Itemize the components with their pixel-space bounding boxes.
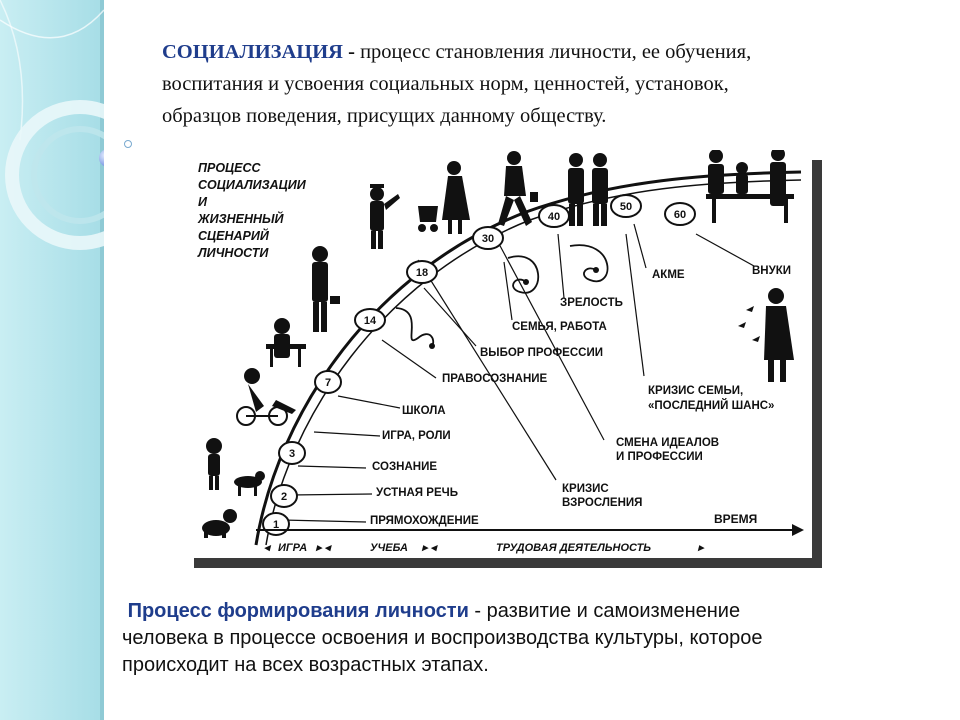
process-line-2: человека в процессе освоения и воспроизв… [122,627,763,649]
process-dash: - [468,600,487,622]
stage-label: ИГРА, РОЛИ [382,430,451,442]
stage-label: ПРЯМОХОЖДЕНИЕ [370,515,479,527]
diagram-heading-line: ЖИЗНЕННЫЙ [197,210,285,226]
age-label: 3 [289,448,295,460]
age-circle: 30 [472,226,504,250]
small-ring-icon [124,140,132,148]
couple-icon [568,153,608,226]
decorative-side-stripe [0,0,104,720]
stage-label: ШКОЛА [402,405,446,417]
student-at-desk-icon [266,318,306,367]
definition-line-3: образцов поведения, присущих данному общ… [162,105,607,127]
age-label: 50 [620,201,632,213]
stage-label: СОЗНАНИЕ [372,461,437,473]
diagram-heading-line: СЦЕНАРИЙ [198,227,270,243]
stage-label: УСТНАЯ РЕЧЬ [376,487,458,499]
spiral-loop [395,307,435,347]
time-axis-arrow-icon [792,524,804,536]
definition-line-1-rest: процесс становления личности, ее обучени… [360,41,752,63]
definition-line-2: воспитания и усвоения социальных норм, ц… [162,73,729,95]
process-term: Процесс формирования личности [127,600,469,622]
age-label: 30 [482,233,494,245]
age-label: 18 [416,267,428,279]
age-label: 14 [364,315,377,327]
process-text: Процесс формирования личности - развитие… [122,598,912,679]
socialization-diagram: ПРОЦЕСС СОЦИАЛИЗАЦИИ И ЖИЗНЕННЫЙ СЦЕНАРИ… [186,150,822,568]
spiral-dot-icon [593,267,599,273]
process-line-1-rest: развитие и самоизменение [486,600,741,622]
definition-term: СОЦИАЛИЗАЦИЯ [162,41,343,63]
spiral-dot-icon [429,343,435,349]
crisis-label: И ПРОФЕССИИ [616,451,703,463]
age-circle: 7 [314,370,342,394]
silhouette-figures [202,150,794,538]
stage-label: СЕМЬЯ, РАБОТА [512,321,607,333]
period-arrow-icon: ▸ [697,542,705,554]
age-label: 40 [548,211,560,223]
age-circle: 50 [610,194,642,218]
stage-label: ПРАВОСОЗНАНИЕ [442,373,548,385]
diagram-heading-line: ЛИЧНОСТИ [197,246,269,260]
age-circle: 14 [354,308,386,332]
life-arc-outer [254,170,802,546]
period-arrow-icon: ▸ ◂ [315,542,333,554]
policeman-icon [370,184,400,249]
age-label: 2 [281,491,287,503]
age-circle: 2 [270,484,298,508]
decor-dot-icon [99,149,104,167]
period-arrow-icon: ▸ ◂ [421,542,439,554]
leader-lines [281,223,755,523]
stage-label: АКМЕ [652,269,685,281]
age-circle: 40 [538,204,570,228]
crisis-labels: КРИЗИС ВЗРОСЛЕНИЯ СМЕНА ИДЕАЛОВ И ПРОФЕС… [562,385,774,509]
period-arrow-icon: ◂ [264,542,272,554]
period-row: ◂ ИГРА ▸ ◂ УЧЕБА ▸ ◂ ТРУДОВАЯ ДЕЯТЕЛЬНОС… [264,542,705,554]
child-on-bicycle-icon [236,368,296,426]
age-circle: 18 [406,260,438,284]
woman-with-stroller-icon [418,161,470,234]
crisis-label: ВЗРОСЛЕНИЯ [562,497,642,509]
age-circle: 60 [664,202,696,226]
stage-label: ВНУКИ [752,265,791,277]
stage-label: ВЫБОР ПРОФЕССИИ [480,347,603,359]
crisis-label: КРИЗИС [562,483,609,495]
time-axis-label: ВРЕМЯ [714,512,757,526]
crisis-label: СМЕНА ИДЕАЛОВ [616,437,719,449]
process-line-1: Процесс формирования личности - развитие… [122,598,912,625]
period-label: УЧЕБА [370,542,408,554]
age-label: 60 [674,209,686,221]
definition-text: СОЦИАЛИЗАЦИЯ - процесс становления лично… [162,36,942,132]
spiral-loop [569,244,609,283]
crisis-label: КРИЗИС СЕМЬИ, [648,385,743,397]
diagram-heading: ПРОЦЕСС СОЦИАЛИЗАЦИИ И ЖИЗНЕННЫЙ СЦЕНАРИ… [197,161,307,260]
age-circle: 3 [278,441,306,465]
person-with-briefcase-icon [312,246,340,332]
diagram-heading-line: И [198,195,208,209]
grandfather-with-birds-icon [738,288,794,382]
baby-crawling-icon [202,509,237,538]
crisis-label: «ПОСЛЕДНИЙ ШАНС» [648,399,774,412]
period-label: ТРУДОВАЯ ДЕЯТЕЛЬНОСТЬ [496,542,651,554]
period-label: ИГРА [278,542,307,554]
spiral-dot-icon [523,279,529,285]
family-at-table-icon [706,150,794,223]
diagram-heading-line: ПРОЦЕСС [198,161,262,175]
age-label: 7 [325,377,331,389]
age-label: 1 [273,519,279,531]
process-line-3: происходит на всех возрастных этапах. [122,654,489,676]
definition-dash: - [343,41,361,63]
stage-labels: ПРЯМОХОЖДЕНИЕ УСТНАЯ РЕЧЬ СОЗНАНИЕ ИГРА,… [370,265,791,527]
running-man-icon [498,151,538,226]
stage-label: ЗРЕЛОСТЬ [560,297,623,309]
age-circles: 1 2 3 7 14 18 30 40 50 60 [262,194,696,536]
definition-line-1: СОЦИАЛИЗАЦИЯ - процесс становления лично… [162,36,942,68]
child-with-dog-icon [206,438,265,496]
diagram-heading-line: СОЦИАЛИЗАЦИИ [198,178,307,192]
age-circle: 1 [262,512,290,536]
spiral-loop [507,255,539,294]
